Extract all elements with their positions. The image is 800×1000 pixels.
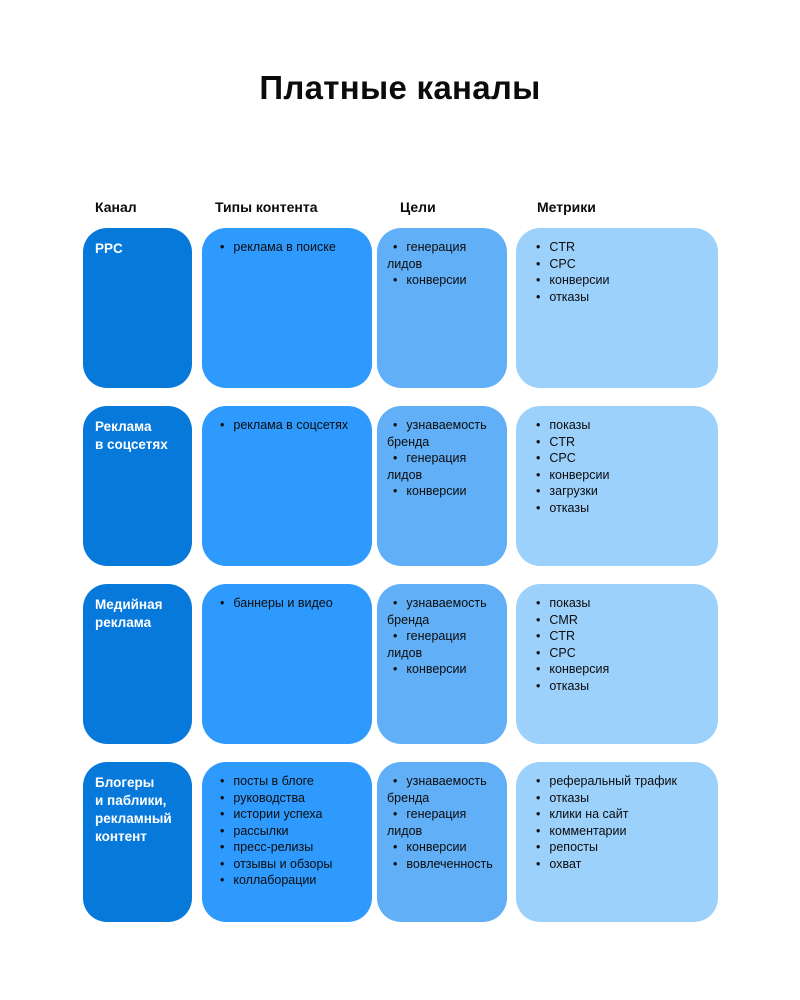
bullet-item: CMR	[530, 612, 708, 629]
metrics-cell: реферальный трафикотказыклики на сайтком…	[516, 762, 718, 922]
bullet-item: CPC	[530, 256, 708, 273]
column-header-goals: Цели	[400, 199, 436, 215]
column-header-metrics: Метрики	[537, 199, 596, 215]
metrics-cell: показыCMRCTRCPCконверсияотказы	[516, 584, 718, 744]
bullet-item: генерация лидов	[387, 450, 501, 483]
content-types-cell: реклама в соцсетях	[202, 406, 372, 566]
bullet-item: отказы	[530, 790, 708, 807]
bullet-item: узнаваемость бренда	[387, 595, 501, 628]
bullet-item: реклама в поиске	[214, 239, 362, 256]
bullet-item: CPC	[530, 450, 708, 467]
channels-table: PPCреклама в поискегенерация лидовконвер…	[83, 228, 718, 922]
bullet-item: истории успеха	[214, 806, 362, 823]
bullet-item: репосты	[530, 839, 708, 856]
bullet-item: отзывы и обзоры	[214, 856, 362, 873]
bullet-item: узнаваемость бренда	[387, 773, 501, 806]
bullet-item: узнаваемость бренда	[387, 417, 501, 450]
bullet-item: реферальный трафик	[530, 773, 708, 790]
bullet-item: пресс-релизы	[214, 839, 362, 856]
content-types-cell: реклама в поиске	[202, 228, 372, 388]
bullet-item: генерация лидов	[387, 806, 501, 839]
metrics-cell: показыCTRCPCконверсиизагрузкиотказы	[516, 406, 718, 566]
goals-cell: узнаваемость брендагенерация лидовконвер…	[377, 584, 507, 744]
bullet-item: генерация лидов	[387, 239, 501, 272]
bullet-item: вовлеченность	[387, 856, 501, 873]
bullet-item: коллаборации	[214, 872, 362, 889]
content-types-cell: посты в блогеруководстваистории успехара…	[202, 762, 372, 922]
bullet-item: баннеры и видео	[214, 595, 362, 612]
bullet-item: конверсии	[387, 483, 501, 500]
bullet-item: комментарии	[530, 823, 708, 840]
bullet-item: конверсия	[530, 661, 708, 678]
table-row: Блогеры и паблики, рекламный контентпост…	[83, 762, 718, 922]
bullet-item: загрузки	[530, 483, 708, 500]
channel-cell: Реклама в соцсетях	[83, 406, 192, 566]
bullet-item: показы	[530, 417, 708, 434]
bullet-item: конверсии	[530, 467, 708, 484]
bullet-item: реклама в соцсетях	[214, 417, 362, 434]
bullet-item: охват	[530, 856, 708, 873]
channel-cell: Медийная реклама	[83, 584, 192, 744]
bullet-item: отказы	[530, 678, 708, 695]
bullet-item: посты в блоге	[214, 773, 362, 790]
channel-cell: PPC	[83, 228, 192, 388]
page-title: Платные каналы	[259, 69, 541, 106]
bullet-item: конверсии	[530, 272, 708, 289]
bullet-item: рассылки	[214, 823, 362, 840]
bullet-item: CTR	[530, 239, 708, 256]
bullet-item: отказы	[530, 500, 708, 517]
table-row: Реклама в соцсетях реклама в соцсетях узна…	[83, 406, 718, 566]
column-header-channel: Канал	[95, 199, 137, 215]
goals-cell: узнаваемость брендагенерация лидовконвер…	[377, 762, 507, 922]
bullet-item: конверсии	[387, 661, 501, 678]
column-headers: Канал Типы контента Цели Метрики	[83, 199, 718, 215]
bullet-item: конверсии	[387, 272, 501, 289]
bullet-item: показы	[530, 595, 708, 612]
bullet-item: отказы	[530, 289, 708, 306]
channel-cell: Блогеры и паблики, рекламный контент	[83, 762, 192, 922]
bullet-item: CTR	[530, 628, 708, 645]
goals-cell: узнаваемость брендагенерация лидовконвер…	[377, 406, 507, 566]
bullet-item: CPC	[530, 645, 708, 662]
table-row: Медийная реклама баннеры и видео узнаваемо…	[83, 584, 718, 744]
table-row: PPCреклама в поискегенерация лидовконвер…	[83, 228, 718, 388]
column-header-content-types: Типы контента	[215, 199, 318, 215]
bullet-item: клики на сайт	[530, 806, 708, 823]
bullet-item: конверсии	[387, 839, 501, 856]
goals-cell: генерация лидовконверсии	[377, 228, 507, 388]
bullet-item: CTR	[530, 434, 708, 451]
bullet-item: генерация лидов	[387, 628, 501, 661]
metrics-cell: CTRCPCконверсииотказы	[516, 228, 718, 388]
bullet-item: руководства	[214, 790, 362, 807]
content-types-cell: баннеры и видео	[202, 584, 372, 744]
